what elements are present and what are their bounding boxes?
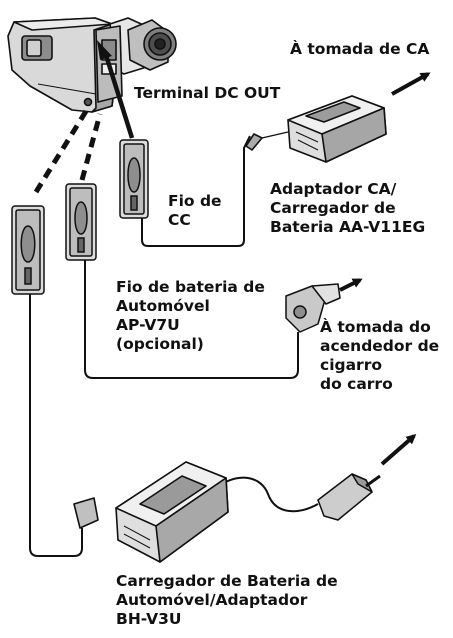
battery-pack-icon [65, 183, 97, 261]
charger-to-plug-cord [209, 476, 319, 513]
car-charger-label: Carregador de Bateria de Automóvel/Adapt… [116, 572, 338, 628]
car-charger-icon [73, 461, 229, 563]
car-charger-cord [29, 294, 83, 557]
dashed-cords [33, 106, 103, 194]
car-plug-icon [317, 473, 381, 521]
car-plug-icon [285, 283, 341, 338]
arrow-icon [391, 72, 431, 96]
ac-adapter-icon [245, 95, 387, 163]
ac-adapter-label: Adaptador CA/ Carregador de Bateria AA-V… [270, 180, 426, 236]
battery-pack-icon [11, 205, 45, 295]
dc-cord [141, 135, 251, 247]
car-battery-cord [84, 258, 299, 379]
dc-cord-label: Fio de CC [168, 192, 222, 229]
camcorder-to-battery-arrow [97, 40, 135, 139]
arrow-icon [339, 278, 363, 292]
dc-out-terminal-label: Terminal DC OUT [134, 84, 281, 102]
cigarette-outlet-label: À tomada do acendedor de cigarro do carr… [320, 318, 440, 393]
battery-pack-icon [119, 139, 149, 219]
arrow-icon [380, 434, 417, 466]
ac-outlet-label: À tomada de CA [290, 40, 430, 58]
car-cord-label: Fio de bateria de Automóvel AP-V7U (opci… [116, 278, 265, 353]
